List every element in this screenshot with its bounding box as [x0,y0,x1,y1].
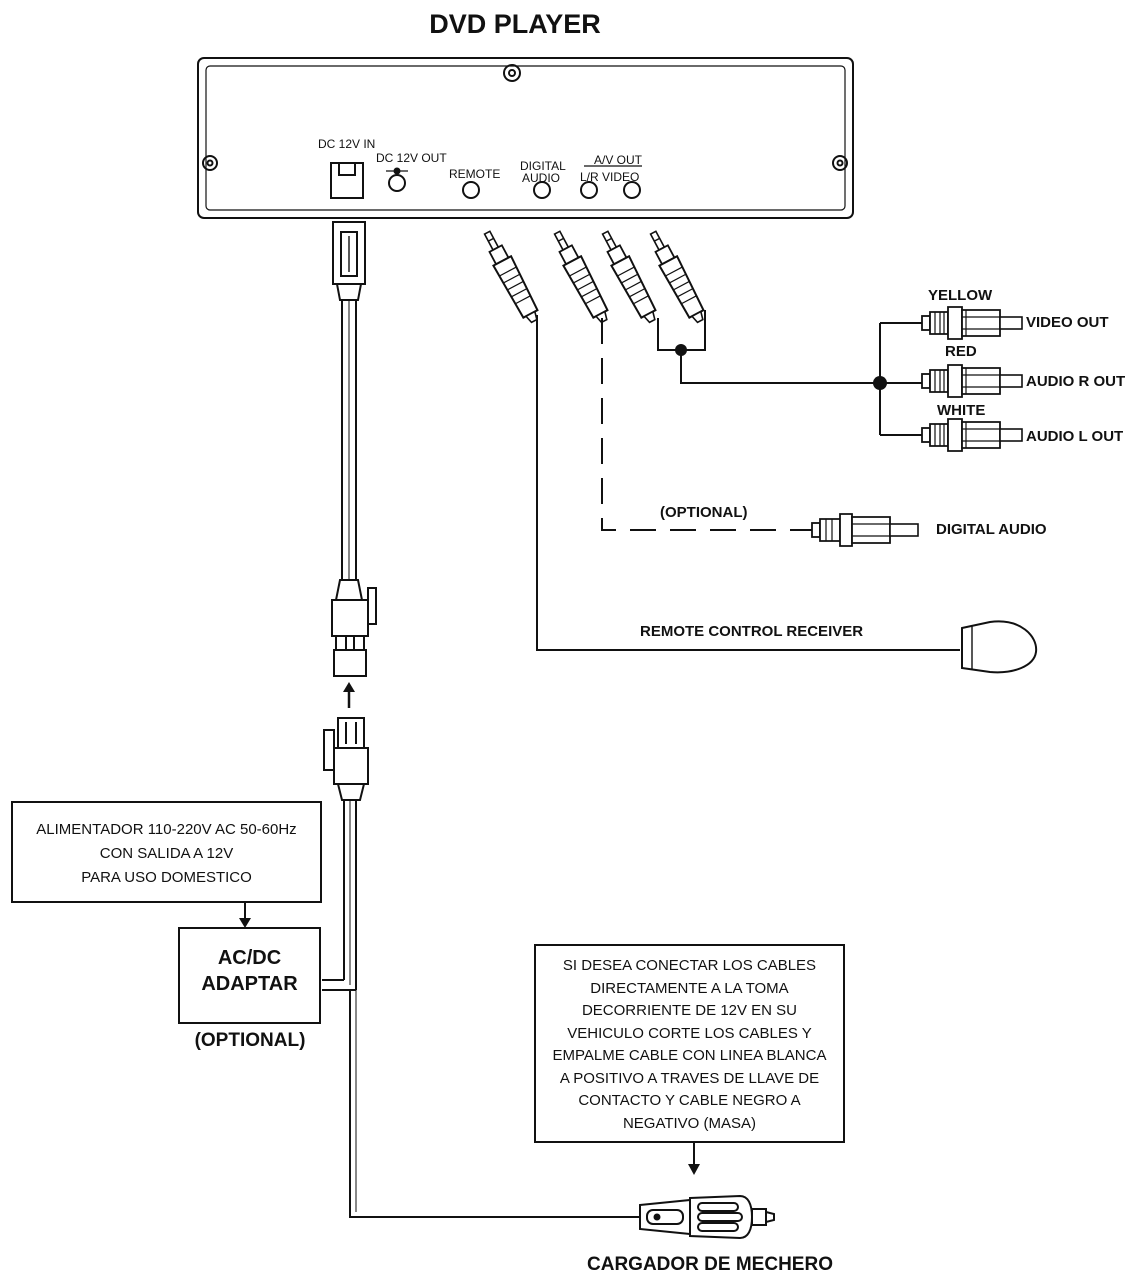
av-cable [657,310,922,436]
dc-out-socket-icon [386,167,408,192]
digital-audio-output-label: DIGITAL AUDIO [936,521,1047,538]
inline-female-connector [331,579,377,677]
adapter-text: AC/DC ADAPTAR [179,945,320,997]
remote-label: REMOTE [449,167,500,181]
dc-in-socket-icon [330,162,364,199]
digital-audio-cable [601,318,812,531]
instructions-line-5: EMPALME CABLE CON LINEA BLANCA [552,1047,827,1064]
power-supply-line-3: PARA USO DOMESTICO [81,869,252,886]
instructions-line-3: DECORRIENTE DE 12V EN SU [581,1002,798,1019]
down-arrow-icon [239,902,251,928]
power-supply-line-2: CON SALIDA A 12V [99,845,234,862]
dc-in-label: DC 12V IN [318,137,375,151]
instructions-line-6: A POSITIVO A TRAVES DE LLAVE DE [559,1069,820,1087]
adapter-line-1: AC/DC [217,947,282,969]
power-supply-box [11,801,322,903]
digital-audio-rca-plug [811,513,919,547]
adapter-line-2: ADAPTAR [201,973,298,995]
video-out-label: VIDEO OUT [1026,314,1109,331]
remote-socket-icon [462,181,480,199]
instructions-box [534,944,845,1143]
video-socket-icon [623,181,641,199]
instructions-line-2: DIRECTAMENTE A LA TOMA [590,979,789,997]
instructions-line-7: CONTACTO Y CABLE NEGRO A [578,1092,801,1109]
power-cable-lower [322,800,640,1218]
audio-l-rca-plug [921,418,1023,452]
power-cable-upper [341,300,357,580]
car-charger-label: CARGADOR DE MECHERO [587,1254,833,1275]
dc-out-label: DC 12V OUT [376,151,447,165]
instructions-line-4: VEHICULO CORTE LOS CABLES Y [567,1024,812,1042]
lr-video-label: L/R VIDEO [580,170,639,184]
power-supply-text: ALIMENTADOR 110-220V AC 50-60Hz CON SALI… [12,818,321,890]
av-out-label: A/V OUT [594,153,643,167]
instructions-text: SI DESEA CONECTAR LOS CABLES DIRECTAMENT… [535,955,844,1135]
audio-lr-socket-icon [580,181,598,199]
white-label: WHITE [937,402,985,419]
audio-r-rca-plug [921,364,1023,398]
remote-cable [536,315,960,651]
dc-in-connector [332,221,366,301]
car-lighter-plug-icon [639,1194,775,1240]
audio-l-out-label: AUDIO L OUT [1026,428,1123,445]
digital-audio-socket-icon [533,181,551,199]
digital-optional-label: (OPTIONAL) [660,504,748,521]
red-label: RED [945,343,977,360]
video-rca-plug [921,306,1023,340]
digital-audio-label-2: AUDIO [522,171,560,185]
dvd-player-unit [197,57,854,219]
digital-audio-label-1: DIGITAL [520,159,566,173]
inline-male-connector [323,717,369,801]
acdc-adapter-box [178,927,321,1024]
panel-sockets [330,162,641,199]
down-arrow-icon [688,1142,700,1175]
audio-r-out-label: AUDIO R OUT [1026,373,1125,390]
remote-jack-plug [477,226,544,327]
yellow-label: YELLOW [928,287,993,304]
remote-receiver-icon [961,620,1038,674]
instructions-line-1: SI DESEA CONECTAR LOS CABLES [562,957,817,974]
instructions-line-8: NEGATIVO (MASA) [622,1114,757,1132]
power-supply-line-1: ALIMENTADOR 110-220V AC 50-60Hz [36,821,297,838]
diagram-title: DVD PLAYER [429,9,601,39]
digital-jack-plug [547,226,614,327]
up-arrow-icon [343,682,355,708]
remote-receiver-label: REMOTE CONTROL RECEIVER [640,623,863,640]
adapter-optional-label: (OPTIONAL) [194,1030,306,1051]
